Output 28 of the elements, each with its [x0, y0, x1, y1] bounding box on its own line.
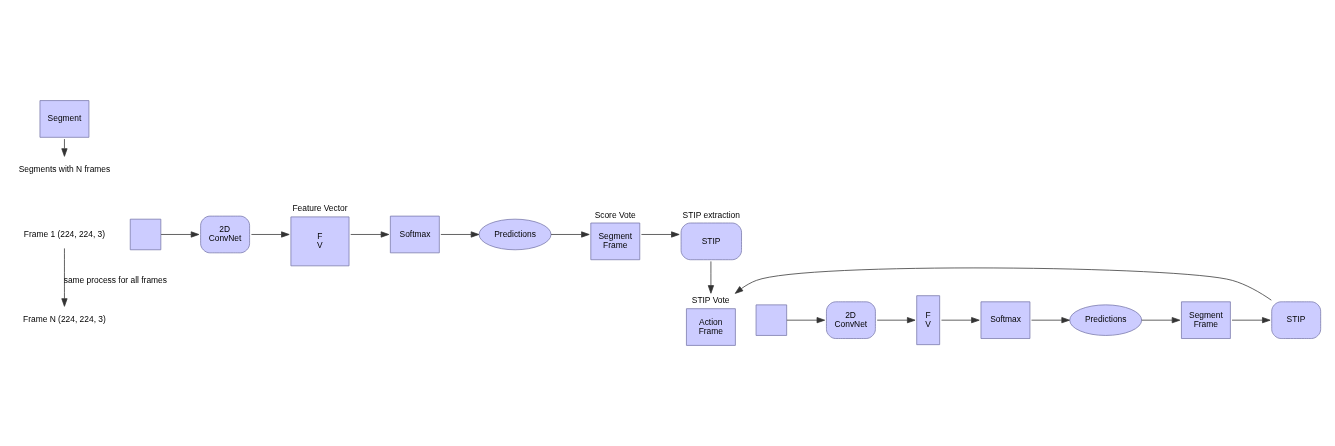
- arrow: [251, 231, 290, 238]
- arrow: [734, 267, 1272, 301]
- arrow: [876, 317, 916, 324]
- arrow: [1031, 317, 1070, 324]
- edge-label: same process for all frames: [63, 274, 167, 285]
- arrow: [350, 231, 390, 238]
- node-label: STIP extraction: [682, 209, 740, 220]
- arrow: [61, 248, 68, 307]
- node-label: Score Vote: [594, 209, 636, 220]
- arrow: [707, 261, 714, 294]
- arrow: [61, 138, 68, 157]
- node-text: Frame 1 (224, 224, 3): [23, 228, 106, 239]
- arrow: [440, 231, 480, 238]
- arrow: [641, 231, 680, 238]
- arrow: [550, 231, 590, 238]
- node-ellipse: Predictions: [1069, 304, 1143, 336]
- arrow: [1141, 317, 1181, 324]
- node-text: Frame N (224, 224, 3): [23, 314, 106, 325]
- node-box: [755, 304, 788, 336]
- arrow: [160, 231, 200, 238]
- node-label: Feature Vector: [292, 203, 348, 214]
- arrow: [941, 317, 980, 324]
- arrow: [1231, 317, 1271, 324]
- node-text: Segments with N frames: [18, 164, 111, 175]
- node-box: [129, 218, 162, 251]
- node-ellipse: Predictions: [478, 218, 552, 251]
- arrow: [786, 317, 826, 324]
- node-label: STIP Vote: [691, 295, 730, 306]
